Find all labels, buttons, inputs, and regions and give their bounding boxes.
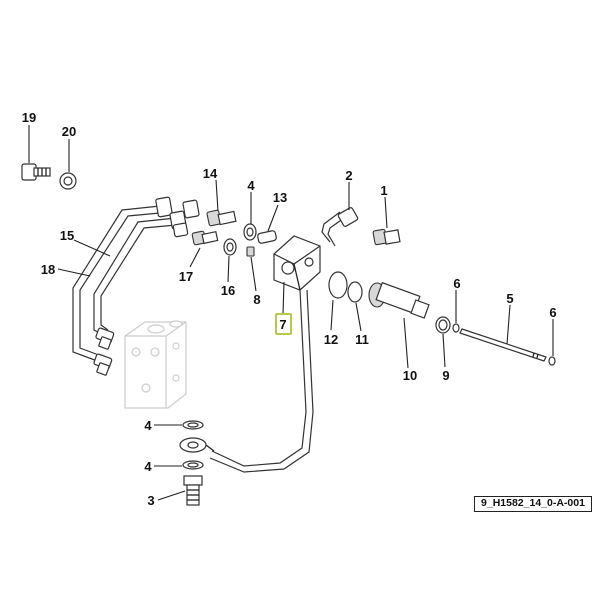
seal-ring-4-upper <box>243 223 257 241</box>
callout-10: 10 <box>403 368 417 383</box>
highlight-box <box>275 313 292 335</box>
callout-15: 15 <box>60 228 74 243</box>
banjo-fitting <box>179 437 215 453</box>
callout-9: 9 <box>442 368 449 383</box>
leader-lines <box>28 125 554 501</box>
callout-3: 3 <box>147 493 154 508</box>
bolt-19 <box>21 163 51 181</box>
callout-11: 11 <box>355 332 369 347</box>
banjo-bolt-3 <box>183 475 203 506</box>
plug-8 <box>246 246 255 257</box>
hydraulic-block <box>124 320 187 409</box>
seal-ring-12 <box>328 271 348 299</box>
callout-2: 2 <box>345 168 352 183</box>
seal-ring-4-mid <box>182 420 204 430</box>
seal-ring-4-lower <box>182 460 204 470</box>
callout-20: 20 <box>62 124 76 139</box>
callout-12: 12 <box>324 332 338 347</box>
callout-6-right: 6 <box>549 305 556 320</box>
callout-5: 5 <box>506 291 513 306</box>
callout-1: 1 <box>380 183 387 198</box>
oring-6-right <box>548 356 556 366</box>
fitting-1 <box>372 228 401 246</box>
oring-6-left <box>452 323 460 333</box>
drawing-reference-code: 9_H1582_14_0-A-001 <box>474 496 592 512</box>
callout-4-lower: 4 <box>144 459 152 474</box>
seal-ring-9 <box>435 316 451 334</box>
callout-14: 14 <box>203 166 218 181</box>
seal-ring-11 <box>347 281 363 303</box>
callout-6-left: 6 <box>453 276 460 291</box>
flange-7 <box>273 235 321 291</box>
callout-4-mid: 4 <box>144 418 152 433</box>
callouts: 19 20 14 4 13 2 1 15 18 17 16 8 7 12 11 … <box>22 110 557 508</box>
tube-pair <box>72 196 200 376</box>
fitting-17 <box>191 230 219 246</box>
callout-13: 13 <box>273 190 287 205</box>
pipe-main <box>209 207 359 473</box>
callout-4-upper: 4 <box>247 178 255 193</box>
callout-16: 16 <box>221 283 235 298</box>
callout-8: 8 <box>253 292 260 307</box>
fitting-14 <box>206 209 237 227</box>
callout-7: 7 <box>279 317 286 332</box>
callout-18: 18 <box>41 262 55 277</box>
callout-17: 17 <box>179 269 193 284</box>
sleeve-13 <box>257 230 277 244</box>
washer-20 <box>59 172 77 190</box>
seal-ring-16 <box>223 238 237 256</box>
rod-5 <box>459 328 547 362</box>
spool-10 <box>368 281 430 319</box>
callout-19: 19 <box>22 110 36 125</box>
